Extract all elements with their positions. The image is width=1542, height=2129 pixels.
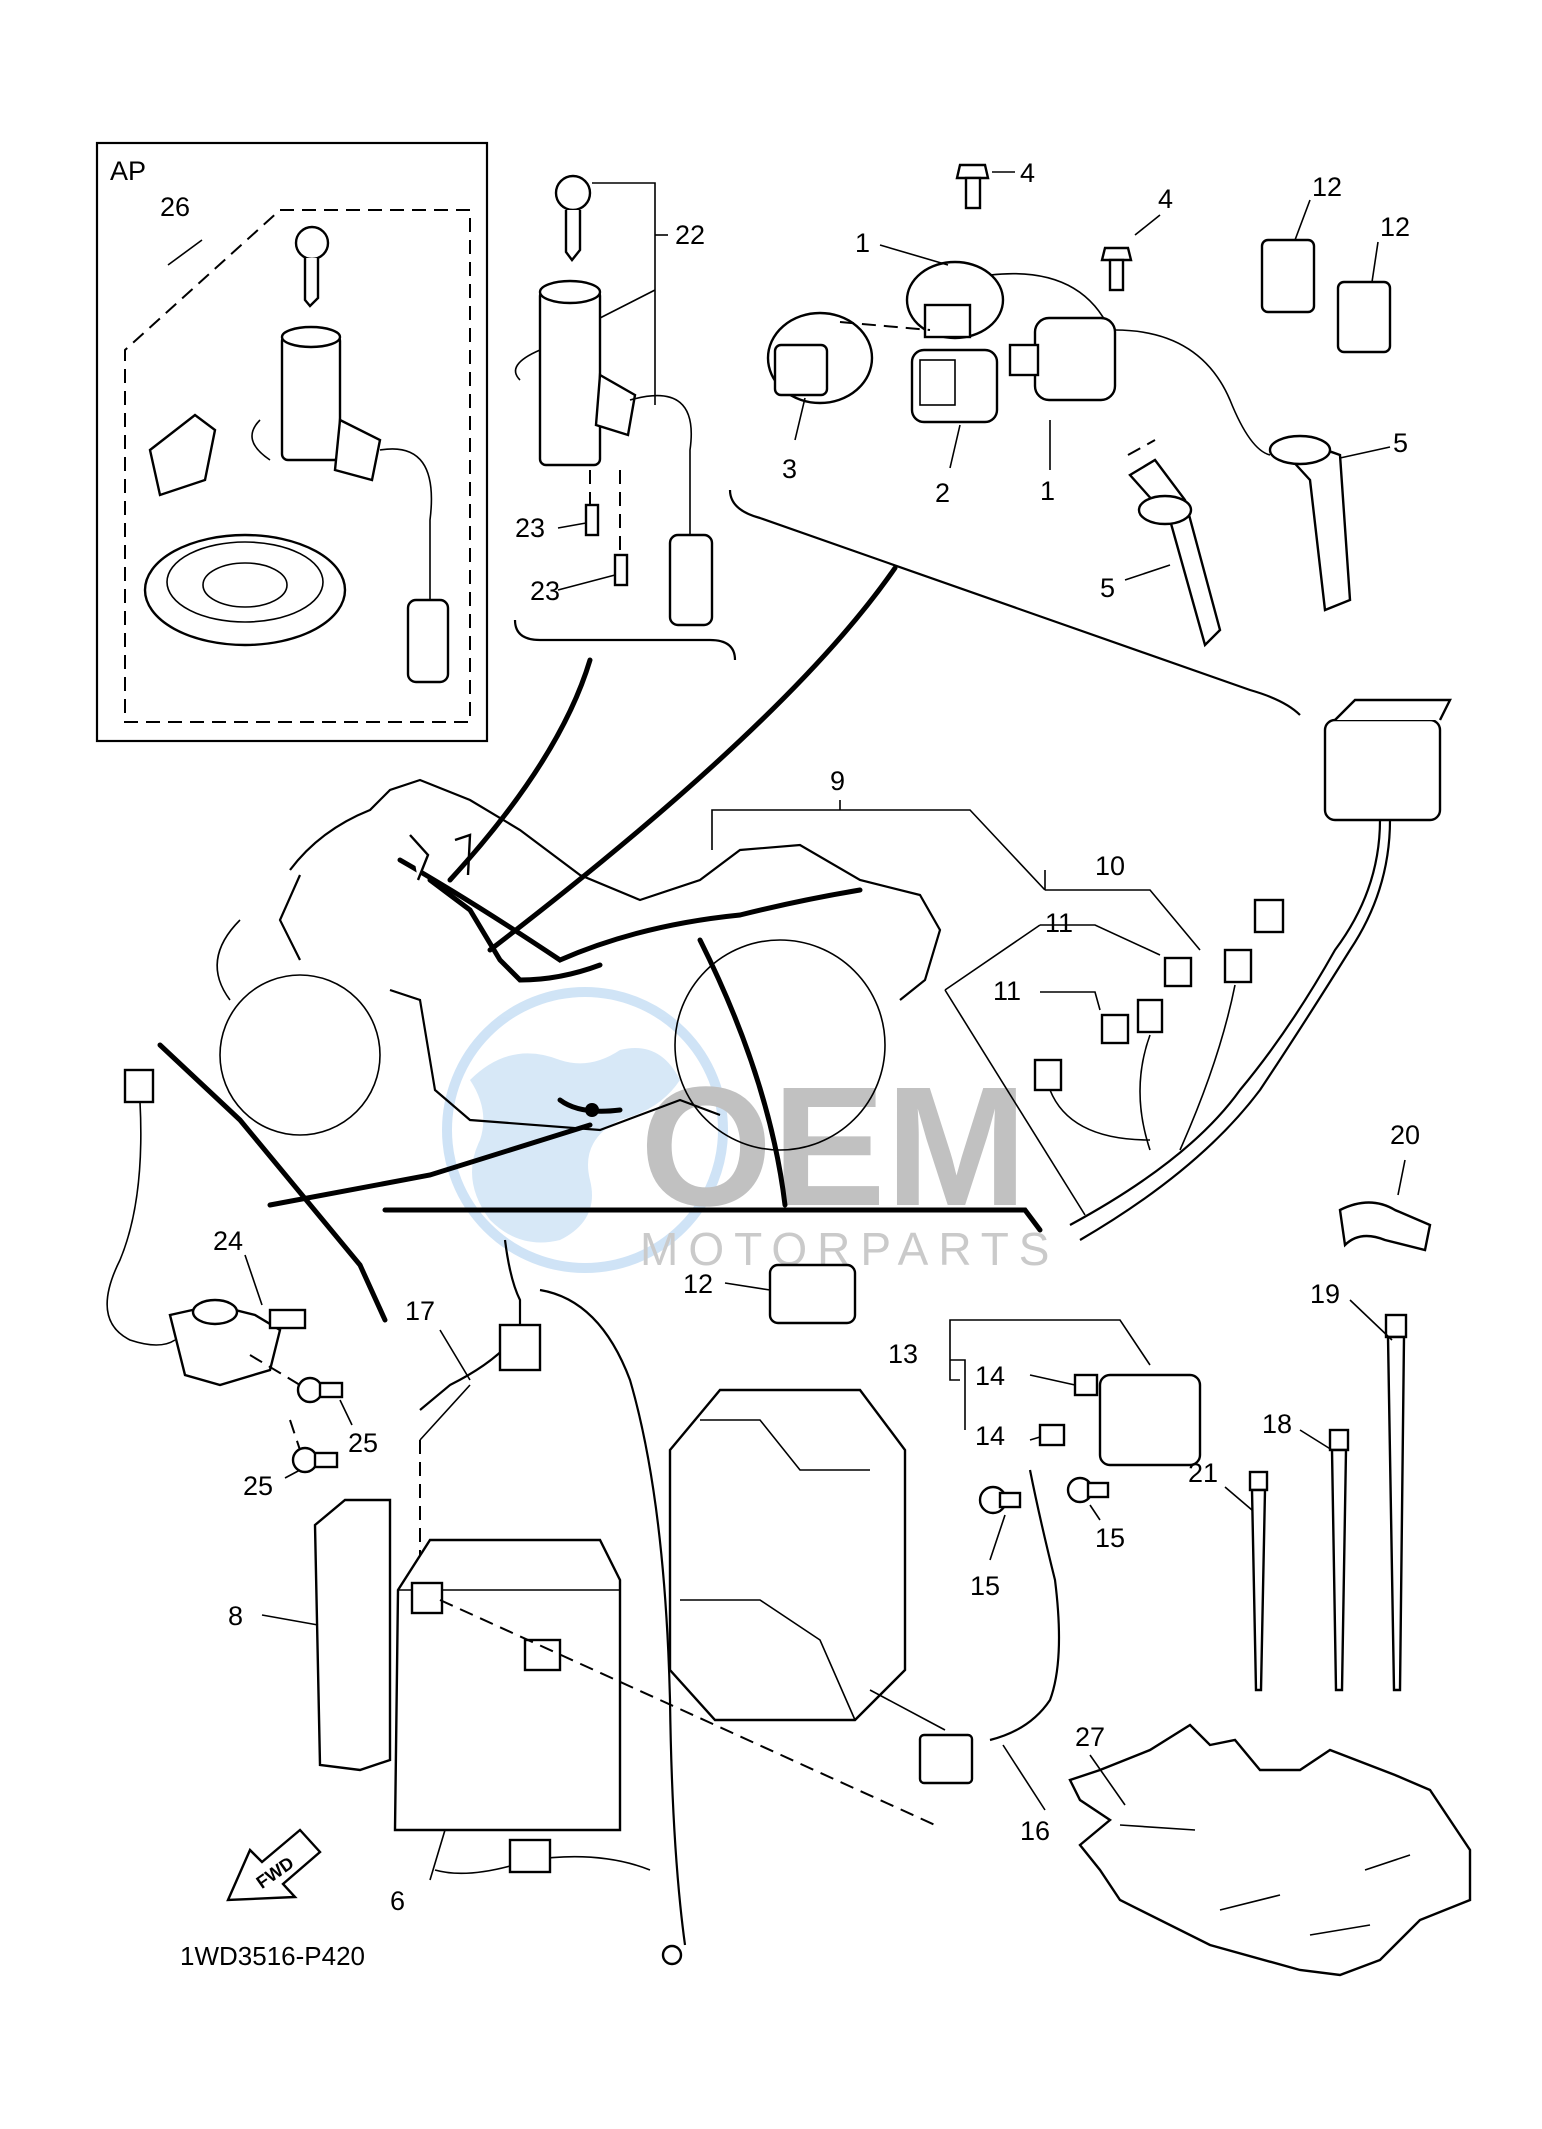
callout-12a: 12 bbox=[1312, 172, 1342, 202]
callout-14a: 14 bbox=[975, 1361, 1005, 1391]
callout-2: 2 bbox=[935, 478, 950, 508]
ap-kit-box: AP 26 bbox=[95, 141, 489, 743]
callout-9: 9 bbox=[830, 766, 845, 796]
callout-4b: 4 bbox=[1158, 184, 1173, 214]
battery-icon: 6 bbox=[390, 1538, 936, 1916]
main-switch-icon bbox=[251, 325, 450, 684]
ignition-coil-icon bbox=[1008, 316, 1271, 456]
callout-14b: 14 bbox=[975, 1421, 1005, 1451]
diagram-code: 1WD3516-P420 bbox=[180, 1941, 365, 1971]
screw-icon bbox=[955, 163, 1133, 292]
relay-icon bbox=[1260, 238, 1392, 354]
bolt-icon bbox=[978, 1476, 1110, 1515]
fuel-cap-icon bbox=[143, 533, 347, 647]
motorcycle-outline bbox=[216, 778, 942, 1151]
fuse-box-icon bbox=[1323, 698, 1452, 822]
callout-13: 13 bbox=[888, 1339, 918, 1369]
callout-1b: 1 bbox=[1040, 476, 1055, 506]
starter-relay-group: 13 14 14 15 15 16 bbox=[888, 1319, 1202, 1846]
callout-19: 19 bbox=[1310, 1279, 1340, 1309]
key-icon bbox=[294, 225, 330, 308]
seat-lock-icon bbox=[148, 413, 217, 497]
fwd-arrow-icon: FWD bbox=[226, 1828, 322, 1902]
ap-label: AP bbox=[110, 156, 146, 186]
callout-26: 26 bbox=[160, 192, 190, 222]
callout-4a: 4 bbox=[1020, 158, 1035, 188]
callout-11b: 11 bbox=[993, 976, 1021, 1006]
battery-cover-icon: 7 bbox=[668, 1388, 953, 1764]
callout-8: 8 bbox=[228, 1601, 243, 1631]
callout-15a: 15 bbox=[970, 1571, 1000, 1601]
sidestand-switch-group: 24 25 25 bbox=[106, 1068, 378, 1501]
watermark-brand: OEM bbox=[640, 1052, 1027, 1242]
battery-strap-icon: 8 bbox=[228, 1498, 392, 1772]
callout-10: 10 bbox=[1095, 851, 1125, 881]
callout-18: 18 bbox=[1262, 1409, 1292, 1439]
bolt-icon bbox=[291, 1376, 344, 1474]
callout-5a: 5 bbox=[1100, 573, 1115, 603]
callout-20: 20 bbox=[1390, 1120, 1420, 1150]
callout-12c: 12 bbox=[683, 1269, 713, 1299]
harness-group: 9 10 11 11 bbox=[711, 698, 1452, 1241]
cable-tie-icon bbox=[1248, 1313, 1408, 1692]
ignition-coil-icon bbox=[905, 260, 1111, 340]
callout-17: 17 bbox=[405, 1296, 435, 1326]
clamp-20: 20 bbox=[1338, 1120, 1432, 1252]
callout-1a: 1 bbox=[855, 228, 870, 258]
relay-icon bbox=[910, 348, 999, 424]
battery-cables-group: 17 12 bbox=[405, 1239, 857, 1966]
screw-icon bbox=[584, 503, 629, 587]
callout-27: 27 bbox=[1075, 1722, 1105, 1752]
switch-icon bbox=[168, 1298, 307, 1387]
coil-group: 4 4 1 1 2 3 bbox=[728, 158, 1410, 716]
key-icon bbox=[554, 174, 592, 262]
ignition-group: 22 23 23 bbox=[513, 174, 737, 661]
callout-23b: 23 bbox=[530, 576, 560, 606]
callout-22: 22 bbox=[675, 220, 705, 250]
callout-15b: 15 bbox=[1095, 1523, 1125, 1553]
callout-25a: 25 bbox=[348, 1428, 378, 1458]
relay-icon bbox=[768, 1263, 857, 1325]
relay-icon bbox=[1038, 1373, 1202, 1467]
callout-5b: 5 bbox=[1393, 428, 1408, 458]
callout-6: 6 bbox=[390, 1886, 405, 1916]
callout-12b: 12 bbox=[1380, 212, 1410, 242]
callout-23a: 23 bbox=[515, 513, 545, 543]
callout-11a: 11 bbox=[1045, 908, 1073, 938]
spark-plug-cap-icon bbox=[1128, 434, 1352, 648]
cable-ties: 19 18 21 bbox=[1188, 1279, 1408, 1692]
tray-27: 27 bbox=[1068, 1722, 1472, 1977]
watermark: OEM MOTORPARTS bbox=[442, 987, 1049, 1275]
callout-24: 24 bbox=[213, 1226, 243, 1256]
leader-lines bbox=[157, 565, 1043, 1323]
connector-icon bbox=[1033, 898, 1285, 1092]
main-switch-icon bbox=[514, 279, 714, 627]
connector-cap-icon bbox=[766, 311, 874, 405]
callout-3: 3 bbox=[782, 454, 797, 484]
callout-25b: 25 bbox=[243, 1471, 273, 1501]
callout-16: 16 bbox=[1020, 1816, 1050, 1846]
